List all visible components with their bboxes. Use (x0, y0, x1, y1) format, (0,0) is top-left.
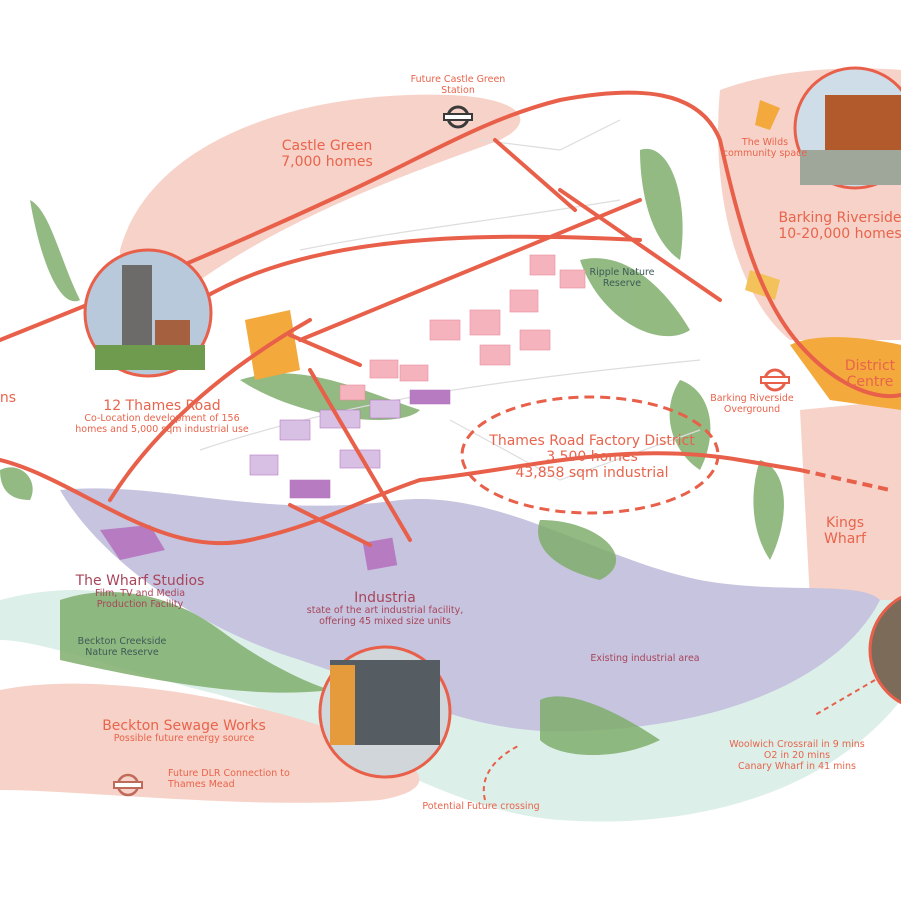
underground-roundel-icon (113, 773, 143, 797)
left-edge-label-fragment: ns (0, 390, 17, 406)
ripple-nature-reserve-label: Ripple Nature Reserve (589, 267, 655, 289)
the-wilds-label: The Wilds community space (722, 137, 808, 159)
future-dlr-label: Future DLR Connection to Thames Mead (168, 768, 290, 791)
wharf-studios-title: The Wharf Studios (75, 573, 205, 589)
factory-district-industrial: 43,858 sqm industrial (515, 465, 669, 482)
future-castle-green-station-label: Future Castle Green Station (410, 74, 506, 96)
photo-circle-12-thames-road (83, 248, 213, 378)
castle-green-zone (120, 94, 521, 290)
twelve-thames-road-line1: Co-Location development of 156 (84, 413, 240, 425)
castle-green-title: Castle Green (281, 138, 373, 154)
underground-roundel-icon (760, 368, 790, 392)
beckton-sewage-sub: Possible future energy source (113, 733, 255, 745)
industria-title: Industria (354, 590, 416, 606)
industria-line1: state of the art industrial facility, (306, 605, 464, 617)
routes (0, 90, 901, 547)
photo-circle-edge (868, 595, 901, 705)
twelve-thames-road-line2: homes and 5,000 sqm industrial use (75, 424, 249, 436)
wharf-studios-line2: Production Facility (96, 599, 184, 611)
beckton-creekside-label: Beckton Creekside Nature Reserve (77, 636, 167, 658)
the-wilds-building (755, 100, 780, 130)
new-homes-buildings (339, 254, 586, 401)
potential-crossing-arrow (482, 744, 521, 801)
sewage-works-zone (0, 683, 420, 803)
barking-riverside-title: Barking Riverside (778, 210, 901, 226)
wharf-studios-building (100, 525, 165, 560)
woolwich-time: Woolwich Crossrail in 9 mins (729, 739, 865, 750)
industrial-buildings (249, 389, 451, 499)
canary-wharf-time: Canary Wharf in 41 mins (737, 760, 857, 772)
o2-time: O2 in 20 mins (763, 749, 831, 761)
industria-line2: offering 45 mixed size units (319, 616, 451, 628)
factory-district-title: Thames Road Factory District (489, 433, 695, 449)
green-spaces (0, 148, 784, 755)
barking-riverside-overground-label: Barking Riverside Overground (710, 393, 794, 415)
district-centre-label: District Centre (844, 358, 896, 391)
wharf-studios-line1: Film, TV and Media (94, 588, 186, 600)
factory-district-homes: 3,500 homes (546, 449, 638, 466)
castle-green-homes: 7,000 homes (281, 154, 373, 171)
kings-wharf-zone (800, 400, 901, 600)
existing-industrial-label: Existing industrial area (590, 653, 700, 664)
transport-arrow (814, 679, 876, 716)
beckton-sewage-title: Beckton Sewage Works (102, 718, 266, 734)
potential-crossing-label: Potential Future crossing (422, 801, 540, 812)
underground-roundel-icon (443, 105, 473, 129)
river (0, 520, 901, 822)
kings-wharf-label: Kings Wharf (824, 515, 866, 548)
photo-circle-barking-riverside (793, 66, 901, 190)
photo-circle-industria (318, 645, 452, 779)
factory-district-boundary (460, 395, 720, 515)
industrial-area (60, 488, 880, 732)
barking-riverside-homes: 10-20,000 homes (778, 226, 901, 243)
twelve-thames-road-title: 12 Thames Road (103, 398, 221, 414)
district-centre-zone (790, 337, 901, 410)
